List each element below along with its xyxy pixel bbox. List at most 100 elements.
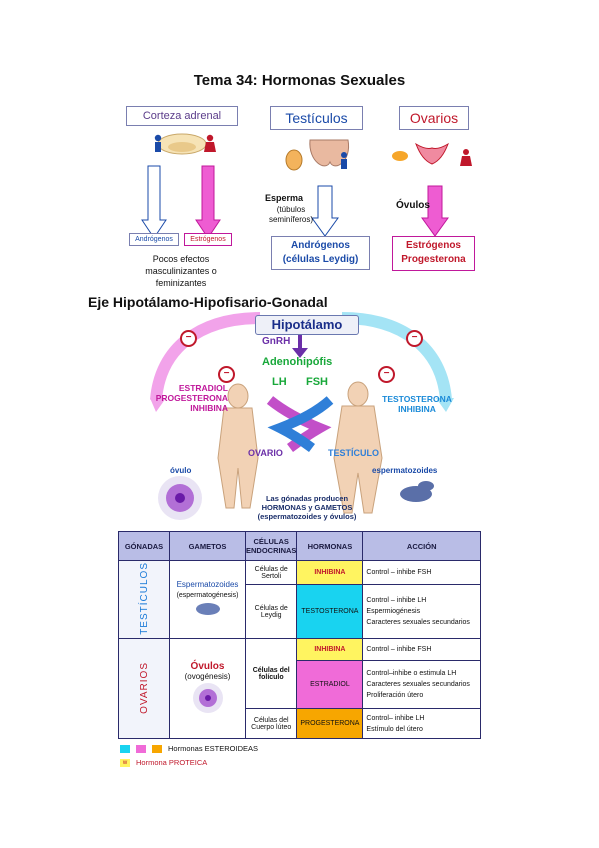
action-ovary-2: Control–inhibe o estimula LH Caracteres … xyxy=(362,660,481,709)
action-item: Control – inhibe LH xyxy=(366,597,427,604)
table-row: Células de Leydig TESTOSTERONA Control –… xyxy=(119,584,481,639)
pocos-efectos-text: Pocos efectos masculinizantes o feminiza… xyxy=(145,254,217,288)
tubulos-label: (túbulos seminíferos) xyxy=(268,205,313,224)
testiculo-label: TESTÍCULO xyxy=(328,448,379,458)
left-hormone-progesterona: PROGESTERONA xyxy=(155,393,228,403)
progesterona-line: Progesterona xyxy=(401,254,466,265)
androgenos-leydig-box: Andrógenos (células Leydig) xyxy=(271,236,370,270)
action-item: Estímulo del útero xyxy=(366,725,423,733)
action-testis-2: Control – inhibe LH Espermiogénesis Cara… xyxy=(362,584,481,639)
androgenos-small-box: Andrógenos xyxy=(129,233,179,246)
estrogenos-line: Estrógenos xyxy=(405,240,461,251)
androgenos-leydig-line2: (células Leydig) xyxy=(282,254,359,265)
action-item: Control–inhibe o estimula LH xyxy=(366,670,457,677)
legend-swatch-yellow: w xyxy=(120,759,130,767)
ovarios-label: OVARIOS xyxy=(138,661,150,714)
action-ovary-3: Control– inhibe LH Estímulo del útero xyxy=(362,708,481,739)
ovarios-cell: OVARIOS xyxy=(118,638,170,739)
action-item: Caracteres sexuales secundarios xyxy=(366,619,470,626)
espermatozoides-text: Espermatozoides xyxy=(176,579,239,589)
legend-protein-text: Hormona PROTEICA xyxy=(136,758,208,767)
ovarios-box: Ovarios xyxy=(399,106,469,130)
left-hormone-estradiol: ESTRADIOL xyxy=(178,383,228,393)
sertoli-cell: Células de Sertoli xyxy=(244,560,298,585)
action-item: Caracteres sexuales secundarios xyxy=(366,681,470,688)
legend-swatch-cyan xyxy=(120,745,130,753)
table-row: TESTÍCULOS Espermatozoides (espermatogén… xyxy=(118,560,481,639)
action-item: Espermiogénesis xyxy=(366,608,421,615)
ovary-uterus-icon xyxy=(392,142,472,166)
gnrh-arrow-icon xyxy=(292,332,308,358)
ovogenesis-text: (ovogénesis) xyxy=(184,671,231,681)
ovulo-label: óvulo xyxy=(170,466,192,475)
male-female-icon xyxy=(154,134,216,152)
left-hormones-list: ESTRADIOL PROGESTERONA INHIBINA xyxy=(150,383,228,413)
testosterona-cell: TESTOSTERONA xyxy=(296,584,364,639)
male-body-icon xyxy=(333,381,383,514)
col-celulas: CÉLULAS ENDOCRINAS xyxy=(244,531,298,561)
ovario-label: OVARIO xyxy=(248,448,283,458)
col-accion: ACCIÓN xyxy=(362,531,481,561)
inhibit-right-top-icon: − xyxy=(406,330,423,347)
arrow-testiculo-icon xyxy=(311,185,339,237)
espermatogenesis-text: (espermatogénesis) xyxy=(176,591,239,599)
ovarios-gamete-cell: Óvulos (ovogénesis) xyxy=(169,638,246,739)
table-row: ESTRADIOL Control–inhibe o estimula LH C… xyxy=(119,660,481,709)
estrogenos-progesterona-box: Estrógenos Progesterona xyxy=(392,236,475,271)
leydig-cell: Células de Leydig xyxy=(244,584,298,639)
lh-label: LH xyxy=(272,376,287,388)
fsh-label: FSH xyxy=(306,376,328,388)
action-item: Proliferación útero xyxy=(366,692,424,699)
adenohipofisis-label: Adenohipófis xyxy=(262,356,333,368)
adrenal-gland-icon xyxy=(157,133,207,155)
legend-swatch-pink xyxy=(136,745,146,753)
ovulo-cell-icon xyxy=(158,476,202,520)
col-gametos: GAMETOS xyxy=(169,531,246,561)
estrogenos-small-box: Estrógenos xyxy=(184,233,232,246)
page-title: Tema 34: Hormonas Sexuales xyxy=(193,72,406,89)
table-header-row: GÓNADAS GAMETOS CÉLULAS ENDOCRINAS HORMO… xyxy=(118,531,481,561)
action-ovary-1: Control – inhibe FSH xyxy=(362,638,481,661)
ovulo-icon xyxy=(192,682,223,713)
cuerpo-luteo-cell: Células del Cuerpo lúteo xyxy=(244,708,298,739)
action-testis-1: Control – inhibe FSH xyxy=(362,560,481,585)
legend-steroid-text: Hormonas ESTEROIDEAS xyxy=(168,744,259,753)
progesterona-cell: PROGESTERONA xyxy=(296,708,364,739)
fsh-arrow-icon xyxy=(267,396,334,453)
right-hormone-inhibina: INHIBINA xyxy=(398,404,436,414)
androgenos-leydig-line1: Andrógenos xyxy=(291,240,350,251)
testiculos-gamete-cell: Espermatozoides (espermatogénesis) xyxy=(169,560,246,639)
arrow-androgenos-icon xyxy=(141,165,167,239)
testis-icon xyxy=(285,139,350,171)
arrow-estrogenos-icon xyxy=(195,165,221,239)
female-body-icon xyxy=(217,383,259,509)
esperma-label: Esperma xyxy=(265,193,304,203)
right-hormone-testosterona: TESTOSTERONA xyxy=(382,394,452,404)
testiculos-cell: TESTÍCULOS xyxy=(118,560,170,639)
legend-swatch-orange xyxy=(152,745,162,753)
eje-illustration xyxy=(150,312,454,520)
espermatozoides-label: espermatozoides xyxy=(372,466,438,475)
arrow-ovario-icon xyxy=(421,185,449,237)
hormones-table: GÓNADAS GAMETOS CÉLULAS ENDOCRINAS HORMO… xyxy=(118,531,481,739)
inhibina-ovary-cell: INHIBINA xyxy=(296,638,364,661)
col-gonadas: GÓNADAS xyxy=(118,531,170,561)
testiculos-box: Testículos xyxy=(270,106,363,130)
corteza-adrenal-box: Corteza adrenal xyxy=(126,106,238,126)
ovulos-text: Óvulos xyxy=(190,660,225,672)
inhibit-left-mid-icon: − xyxy=(218,366,235,383)
top-illustration xyxy=(141,133,472,239)
table-row: Células del Cuerpo lúteo PROGESTERONA Co… xyxy=(119,708,481,739)
hipotalamo-box: Hipotálamo xyxy=(255,315,359,335)
action-item: Control– inhibe LH xyxy=(366,714,425,722)
spermatozoa-icon xyxy=(400,481,434,502)
gonadas-caption: Las gónadas producen HORMONAS y GAMETOS … xyxy=(257,494,357,521)
inhibina-testis-cell: INHIBINA xyxy=(296,560,364,585)
foliculo-cell: Células del folículo xyxy=(244,638,298,709)
eje-heading: Eje Hipotálamo-Hipofisario-Gonadal xyxy=(88,294,328,310)
right-hormones-list: TESTOSTERONA INHIBINA xyxy=(372,394,462,414)
gnrh-label: GnRH xyxy=(262,336,291,347)
inhibit-left-top-icon: − xyxy=(180,330,197,347)
sperm-cluster-icon xyxy=(195,602,220,615)
testiculos-label: TESTÍCULOS xyxy=(138,562,150,635)
